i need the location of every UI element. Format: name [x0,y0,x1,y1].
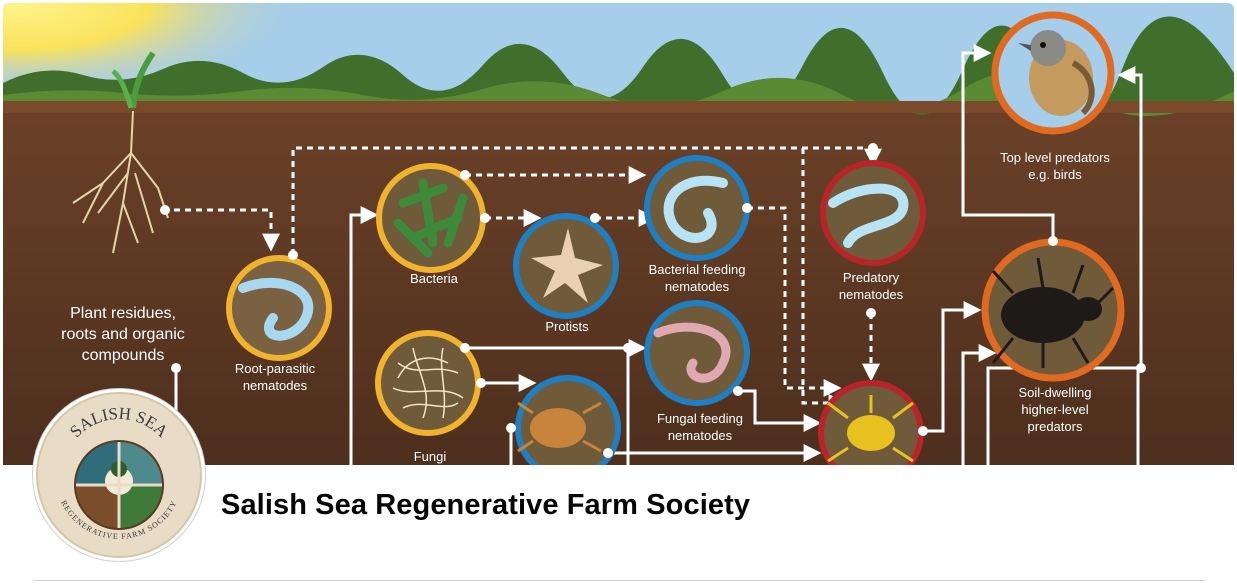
svg-text:Plant residues,: Plant residues, [70,305,176,322]
label-root-parasitic-1: Root-parasitic [235,361,316,376]
node-predatory [820,143,926,318]
node-mite [506,375,621,465]
label-bacterial-feeding-2: nematodes [665,279,730,294]
node-protists [513,213,619,319]
node-top-predators [991,11,1115,135]
svg-text:compounds: compounds [82,347,165,364]
sprout-icon [72,51,169,254]
node-fungal-feeding [623,300,750,406]
node-predatory-mite [818,380,928,465]
grass-band [3,16,1234,122]
profile-picture[interactable]: SALISH SEA REGENERATIVE FARM SOCIETY [33,389,205,561]
svg-text:roots and organic: roots and organic [61,326,185,343]
node-root-parasitic [226,250,332,361]
label-fungi: Fungi [414,449,447,464]
label-soil-dwelling-1: Soil-dwelling [1019,385,1092,400]
label-plant-residues: Plant residues, roots and organic compou… [61,305,185,373]
label-fungal-feeding-2: nematodes [668,428,733,443]
label-predatory-1: Predatory [843,270,900,285]
label-predatory-2: nematodes [839,287,904,302]
cover-photo[interactable]: Plant residues, roots and organic compou… [3,3,1234,465]
label-soil-dwelling-2: higher-level [1021,402,1088,417]
header-divider [33,580,1205,581]
label-protists: Protists [545,319,589,334]
label-bacterial-feeding-1: Bacterial feeding [649,262,746,277]
dashed-arrows [163,146,882,412]
node-soil-dwelling [981,236,1146,382]
solid-arrows [174,44,1143,465]
label-fungal-feeding-1: Fungal feeding [657,411,743,426]
label-top-predators-2: e.g. birds [1028,167,1082,182]
label-top-predators-1: Top level predators [1000,150,1110,165]
label-bacteria: Bacteria [410,271,458,286]
node-bacteria [376,163,490,273]
page-title: Salish Sea Regenerative Farm Society [221,489,751,521]
root-node [160,205,170,215]
label-soil-dwelling-3: predators [1028,419,1083,434]
node-fungi [375,330,486,436]
label-root-parasitic-2: nematodes [243,378,308,393]
logo-emblem [75,441,163,529]
node-bacterial-feeding [644,155,752,261]
